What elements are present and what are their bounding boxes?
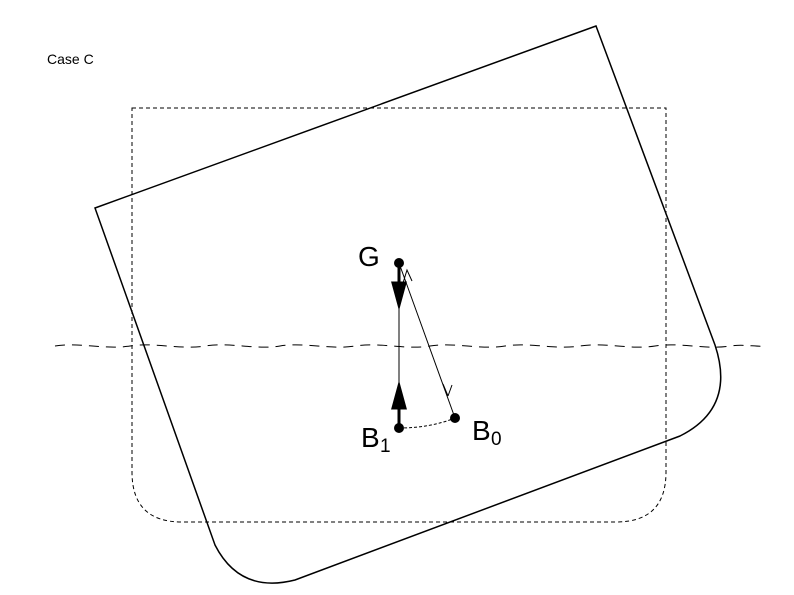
g-b0-line xyxy=(398,262,456,419)
b0-line-arrow-icon xyxy=(442,383,453,397)
upright-hull-outline xyxy=(131,107,667,523)
buoyancy-arrow-icon xyxy=(391,380,407,424)
waterline xyxy=(54,344,766,348)
case-label: Case C xyxy=(47,51,94,67)
b0-label: B xyxy=(472,415,491,446)
g-label: G xyxy=(358,241,380,272)
b1-point xyxy=(394,423,404,433)
b0-point xyxy=(450,413,460,423)
buoyancy-shift-curve xyxy=(398,417,456,429)
g-line-arrow-icon xyxy=(402,268,413,284)
gravity-arrow-icon xyxy=(391,266,407,311)
b1-subscript: 1 xyxy=(380,436,391,457)
b1-label: B xyxy=(361,422,380,453)
g-point xyxy=(394,258,404,268)
heeled-hull-outline xyxy=(94,25,722,584)
b0-subscript: 0 xyxy=(491,429,502,450)
